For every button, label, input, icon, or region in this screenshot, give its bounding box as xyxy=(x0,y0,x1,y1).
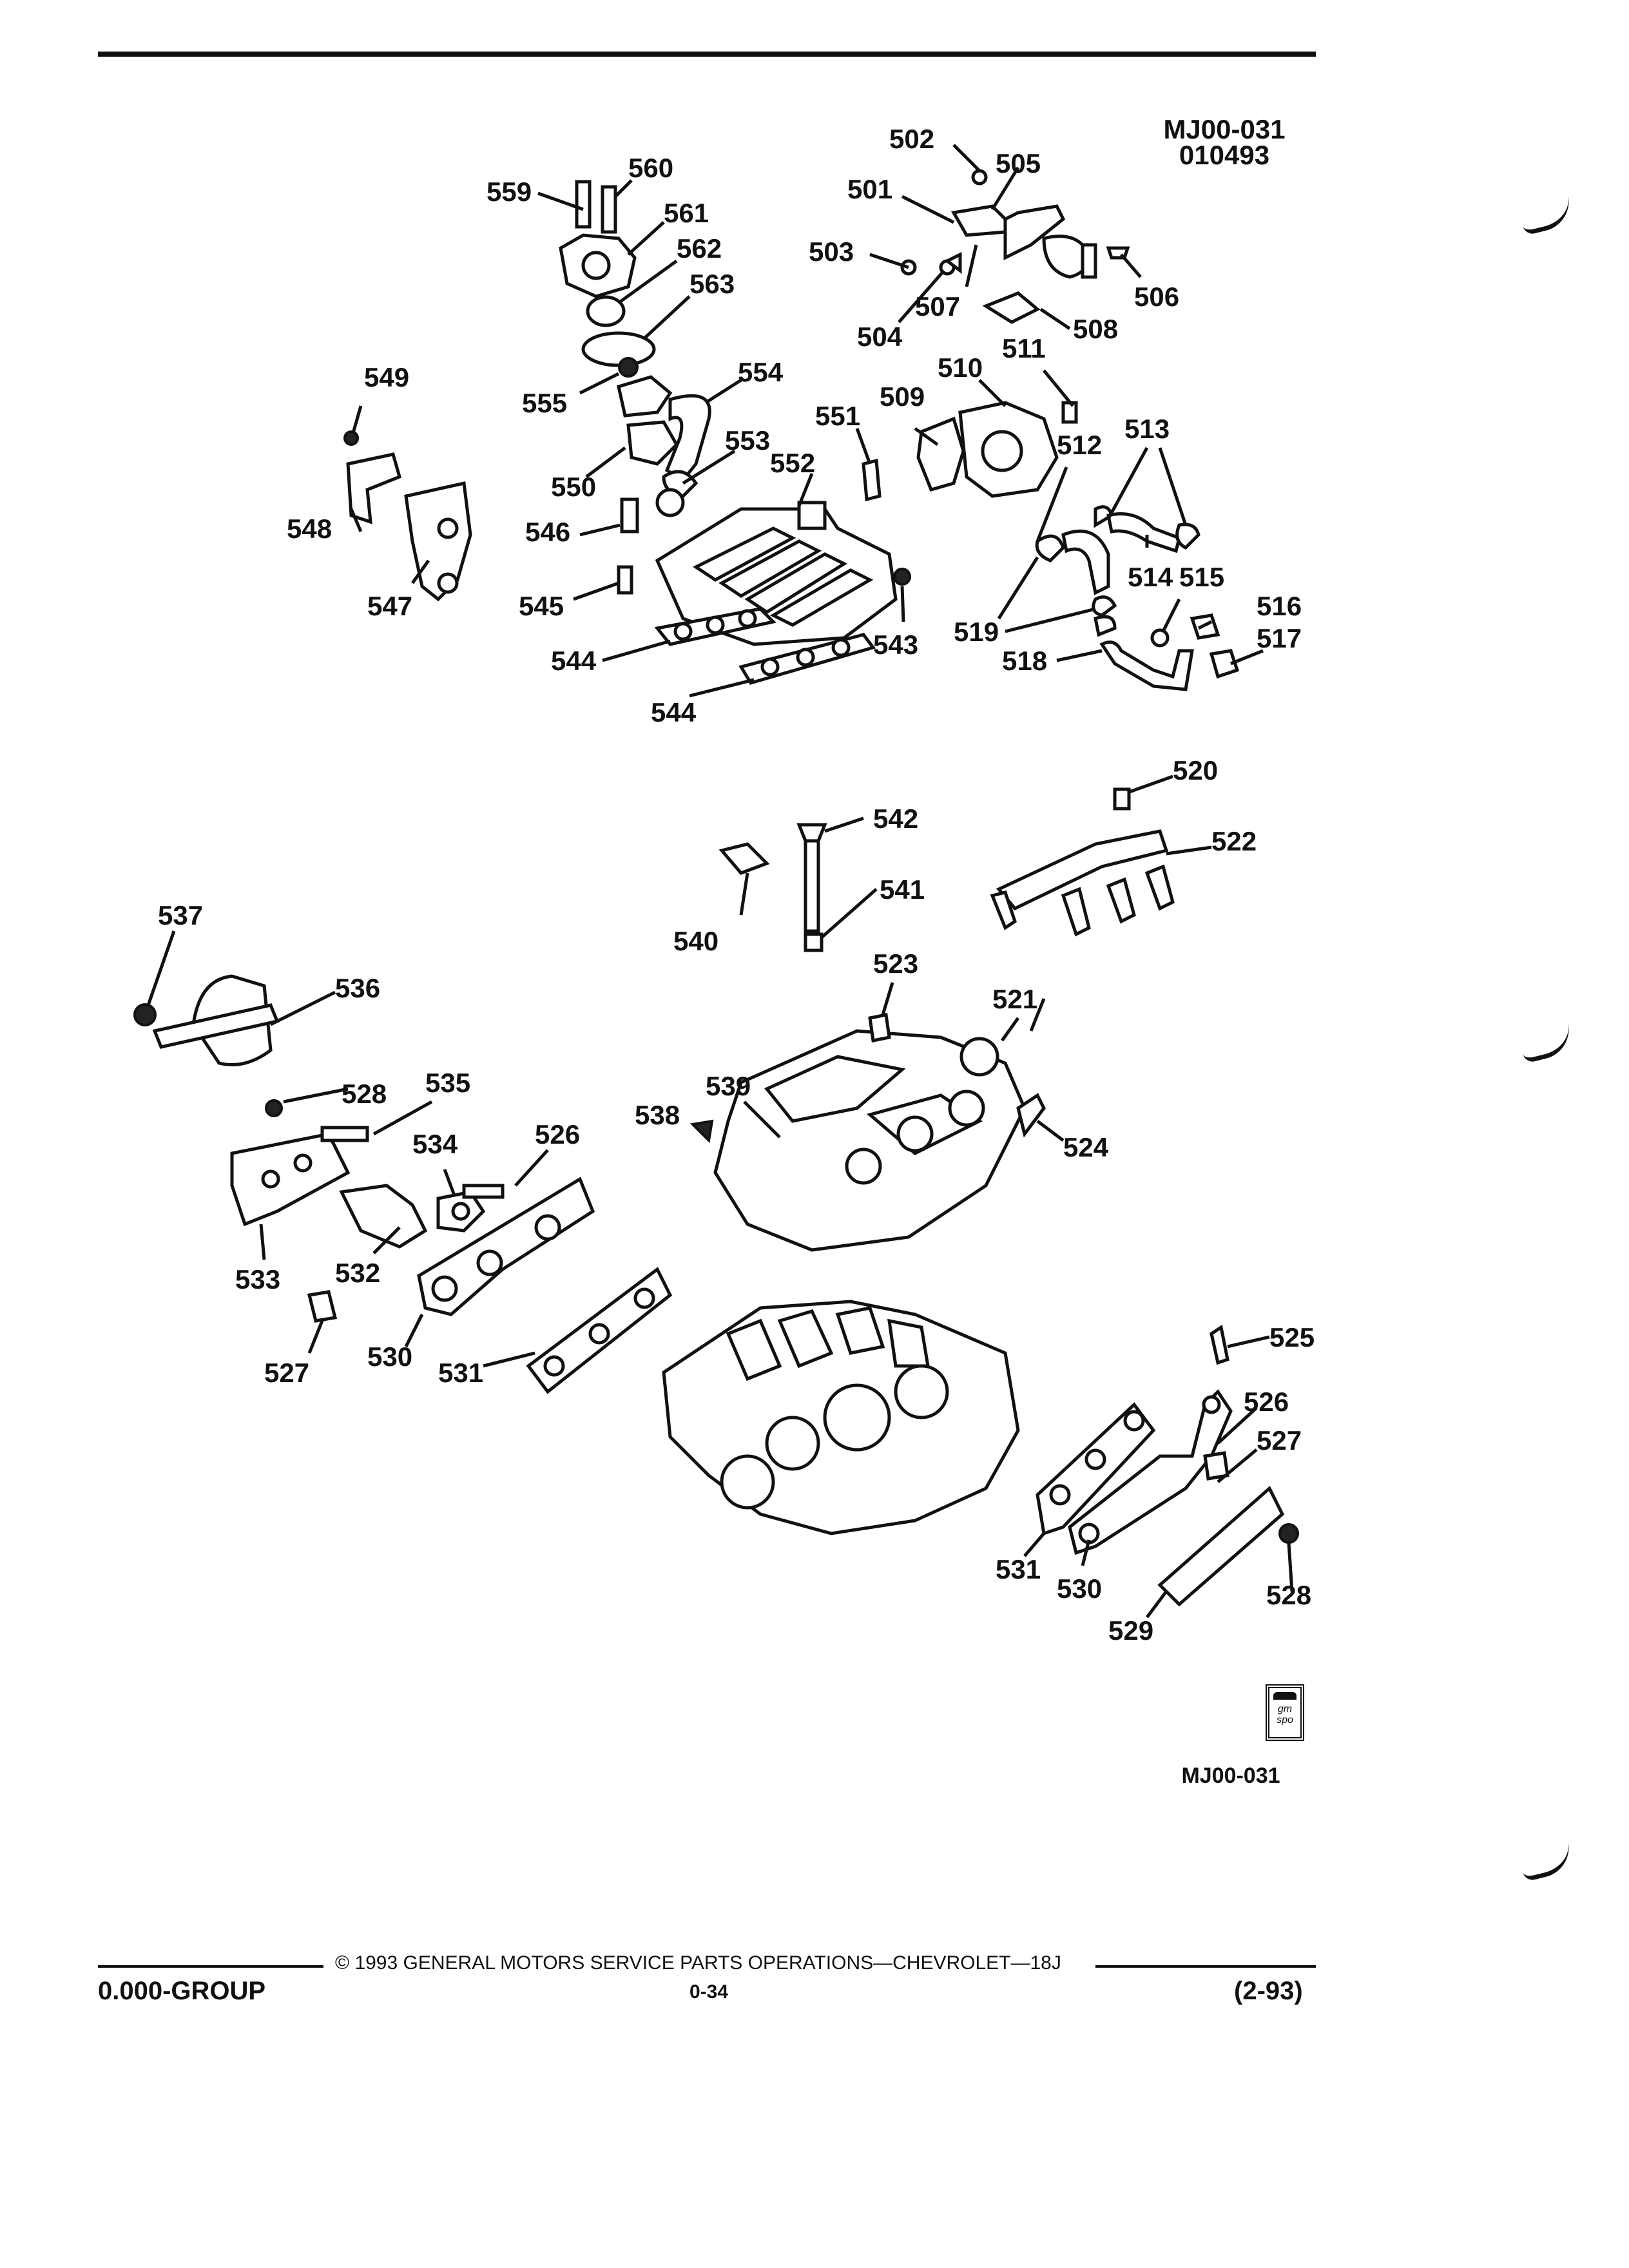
logo-text: gm spo xyxy=(1277,1704,1293,1725)
callout-563: 563 xyxy=(689,269,735,299)
callout-531b: 531 xyxy=(996,1554,1041,1584)
callout-550: 550 xyxy=(551,472,596,502)
callout-535: 535 xyxy=(425,1068,470,1098)
callout-547: 547 xyxy=(367,591,412,621)
footer-date: (2-93) xyxy=(1234,1977,1303,2005)
callout-544a: 544 xyxy=(551,646,597,676)
callout-518: 518 xyxy=(1002,646,1047,676)
callout-501: 501 xyxy=(847,174,892,204)
callout-531a: 531 xyxy=(438,1358,483,1388)
engine-block xyxy=(662,1300,1020,1535)
intake-gaskets xyxy=(617,488,911,685)
callout-508: 508 xyxy=(1073,314,1118,344)
callout-509: 509 xyxy=(880,381,925,412)
callout-536: 536 xyxy=(335,973,380,1003)
callout-551: 551 xyxy=(815,401,860,431)
top-rule xyxy=(98,52,1316,57)
callout-515: 515 xyxy=(1179,562,1224,592)
callout-540: 540 xyxy=(673,926,718,956)
callout-517: 517 xyxy=(1257,623,1302,653)
callout-527b: 527 xyxy=(1257,1425,1302,1456)
callout-530a: 530 xyxy=(367,1341,412,1372)
callout-523: 523 xyxy=(873,948,918,979)
callout-534: 534 xyxy=(412,1129,458,1159)
callout-533: 533 xyxy=(235,1264,280,1294)
footer-copyright: © 1993 GENERAL MOTORS SERVICE PARTS OPER… xyxy=(335,1952,1061,1974)
engine-bracket xyxy=(343,430,472,602)
callout-521: 521 xyxy=(992,984,1037,1014)
egr-valve-group xyxy=(862,401,1078,502)
callout-514: 514 xyxy=(1128,562,1173,592)
callout-542: 542 xyxy=(873,803,918,834)
logo-band xyxy=(1273,1692,1296,1700)
callout-524: 524 xyxy=(1063,1132,1109,1162)
callout-510: 510 xyxy=(938,352,983,383)
figure-date: 010493 xyxy=(1179,140,1270,170)
callout-513: 513 xyxy=(1124,414,1170,444)
callout-502: 502 xyxy=(889,124,934,154)
callout-561: 561 xyxy=(664,198,709,228)
callout-537: 537 xyxy=(158,900,203,930)
left-exhaust-manifold xyxy=(230,1099,673,1394)
callout-554: 554 xyxy=(738,357,784,387)
callout-511: 511 xyxy=(1002,333,1046,363)
callout-532: 532 xyxy=(335,1258,380,1288)
callout-527a: 527 xyxy=(264,1358,309,1388)
callout-552: 552 xyxy=(770,448,815,478)
callout-530b: 530 xyxy=(1057,1573,1102,1604)
callout-516: 516 xyxy=(1257,591,1302,621)
footer-group: 0.000-GROUP xyxy=(98,1977,266,2005)
callout-520: 520 xyxy=(1173,755,1218,785)
figure-footer-code: MJ00-031 xyxy=(1181,1763,1280,1788)
upper-intake-plenum xyxy=(655,501,898,646)
callout-526b: 526 xyxy=(1244,1387,1289,1417)
callout-555: 555 xyxy=(522,388,567,418)
callout-559: 559 xyxy=(487,177,532,207)
callout-506: 506 xyxy=(1134,282,1179,312)
callout-528a: 528 xyxy=(342,1079,387,1109)
callout-560: 560 xyxy=(628,153,673,183)
hose-group xyxy=(1035,505,1240,691)
figure-code: MJ00-031 xyxy=(1163,114,1286,144)
callout-544b: 544 xyxy=(651,697,697,727)
callout-553: 553 xyxy=(725,425,770,456)
callout-519: 519 xyxy=(954,617,999,647)
thermostat-housing-group xyxy=(559,180,711,498)
callout-labels: 502 505 501 503 506 507 504 508 511 510 … xyxy=(158,124,1315,1646)
callout-562: 562 xyxy=(677,233,722,264)
callout-545: 545 xyxy=(519,591,564,621)
callout-529: 529 xyxy=(1108,1615,1153,1646)
callout-512: 512 xyxy=(1057,430,1102,460)
leader-lines xyxy=(146,144,1294,1619)
lower-intake-manifold xyxy=(689,1013,1046,1252)
callout-538: 538 xyxy=(635,1100,680,1130)
callout-522: 522 xyxy=(1211,826,1257,856)
callout-525: 525 xyxy=(1269,1322,1315,1352)
footer-page: 0-34 xyxy=(689,1981,729,2003)
right-exhaust-manifold xyxy=(1036,1324,1299,1607)
gm-spo-logo: gm spo xyxy=(1266,1684,1304,1741)
callout-526a: 526 xyxy=(535,1119,580,1149)
callout-505: 505 xyxy=(996,148,1041,178)
callout-546: 546 xyxy=(525,517,570,547)
callout-549: 549 xyxy=(364,362,409,392)
callout-507: 507 xyxy=(915,291,960,322)
footer-rule-left xyxy=(98,1965,323,1968)
footer-rule-right xyxy=(1095,1965,1316,1968)
heat-shield xyxy=(133,974,280,1066)
callout-504: 504 xyxy=(857,322,903,352)
callout-503: 503 xyxy=(809,236,854,267)
callout-539: 539 xyxy=(706,1071,751,1101)
callout-543: 543 xyxy=(873,629,918,660)
callout-548: 548 xyxy=(287,514,332,544)
fuel-rail xyxy=(718,787,1175,952)
callout-541: 541 xyxy=(880,874,925,905)
callout-528b: 528 xyxy=(1266,1580,1311,1610)
